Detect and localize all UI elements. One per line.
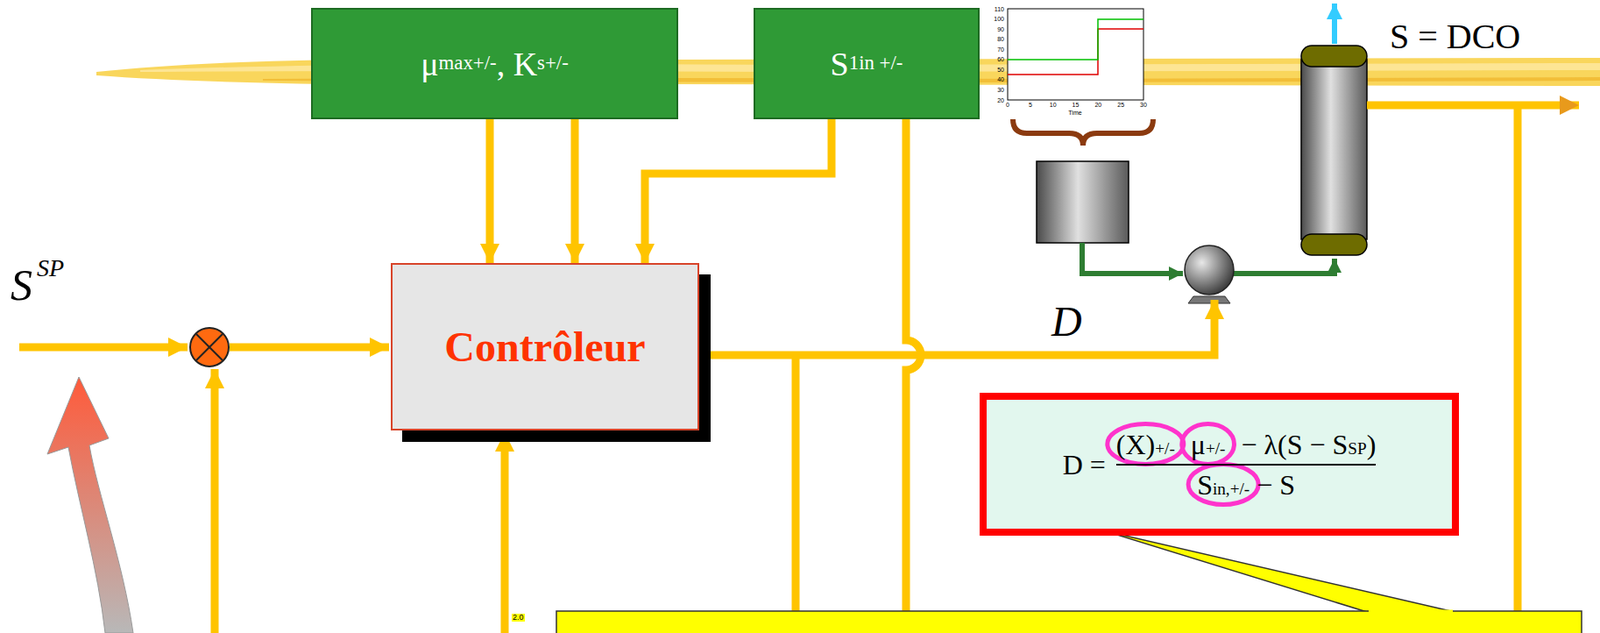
chart-tick: 20: [1094, 101, 1102, 108]
highlight-ring: [1107, 424, 1184, 465]
text-row: Contrôleur: [444, 325, 645, 369]
superscript: +/-: [473, 53, 497, 74]
label-text: − S: [1256, 470, 1296, 499]
chart-tick: 5: [1028, 101, 1033, 108]
label-text: , K: [496, 47, 538, 81]
superscript: SP: [1347, 439, 1367, 457]
signal-connector: [644, 119, 832, 263]
numerator: (X)+/-μ+/-− λ(S − SSP): [1116, 430, 1377, 459]
pump-symbol: [1184, 245, 1234, 304]
subscript: 1: [849, 53, 859, 74]
label-text: S: [1196, 470, 1213, 499]
highlight-ring: [1188, 464, 1259, 505]
superscript: +/-: [1205, 439, 1226, 457]
chart-tick: 100: [993, 15, 1005, 22]
signal-lines: [19, 105, 1579, 633]
label-text: (X): [1116, 430, 1155, 459]
setpoint-superscript: SP: [36, 255, 64, 281]
chart-tick: 90: [997, 26, 1005, 33]
label-text: μ: [420, 47, 439, 81]
label-text: S: [830, 47, 850, 81]
signal-connector: [486, 119, 495, 263]
label-text: Contrôleur: [444, 325, 645, 369]
fraction: (X)+/-μ+/-− λ(S − SSP)Sin,+/-− S: [1116, 430, 1377, 499]
chart-tick: 30: [1139, 101, 1147, 108]
subscript: max: [438, 53, 474, 74]
parameter-box: S1in +/-: [753, 7, 980, 120]
curved-arrow: [47, 376, 134, 633]
chart-tick: 50: [997, 66, 1005, 73]
callout-bubble: [556, 530, 1582, 633]
chart-tick: 0: [1005, 101, 1010, 108]
chart-tick: 30: [997, 86, 1005, 93]
text-row: D =(X)+/-μ+/-− λ(S − SSP)Sin,+/-− S: [1062, 430, 1377, 499]
label-text: − λ(S − S: [1240, 430, 1348, 459]
control-law-box: D =(X)+/-μ+/-− λ(S − SSP)Sin,+/-− S: [979, 392, 1459, 536]
superscript: +/-: [545, 53, 569, 74]
axis-value: 2.0: [511, 613, 525, 622]
feed-tank: [1036, 161, 1129, 243]
chart-tick: 15: [1072, 101, 1080, 108]
highlight-ring: [1182, 424, 1235, 465]
chart-tick: 40: [997, 76, 1005, 83]
input-chart: [1007, 8, 1144, 100]
superscript: in +/-: [858, 53, 903, 74]
subscript: s: [537, 53, 546, 74]
chart-tick: 70: [997, 46, 1005, 53]
controller-box: Contrôleur: [390, 262, 700, 431]
chart-tick: 80: [997, 35, 1005, 43]
superscript: in,+/-: [1212, 480, 1250, 497]
text-row: S1in +/-: [830, 47, 904, 81]
reactor-column: [1301, 45, 1367, 255]
label-text: D =: [1062, 450, 1106, 479]
chart-axis-title: Time: [1068, 109, 1082, 116]
label-text: ): [1366, 430, 1377, 459]
feed-pipe: [1082, 242, 1183, 274]
signal-connector: [571, 119, 580, 263]
output-label: S = DCO: [1389, 19, 1521, 55]
chart-tick: 20: [997, 97, 1005, 104]
summing-junction: [190, 327, 229, 367]
fraction-bar: [1116, 463, 1377, 466]
chart-tick: 60: [997, 56, 1005, 63]
chart-tick: 10: [1049, 101, 1057, 108]
label-text: μ: [1190, 430, 1206, 459]
text-row: μmax+/-, Ks+/-: [420, 47, 569, 81]
superscript: +/-: [1154, 439, 1176, 457]
gas-outlet-arrow: [1331, 3, 1338, 44]
denominator: Sin,+/- − S: [1196, 470, 1296, 499]
feed-brace: [1012, 119, 1154, 146]
parameter-box: μmax+/-, Ks+/-: [311, 7, 679, 120]
flow-symbol: D: [1051, 300, 1083, 343]
chart-tick: 110: [994, 6, 1005, 13]
setpoint-symbol: S: [10, 262, 33, 307]
reactor-pipe: [1232, 258, 1335, 274]
chart-tick: 25: [1117, 101, 1125, 108]
